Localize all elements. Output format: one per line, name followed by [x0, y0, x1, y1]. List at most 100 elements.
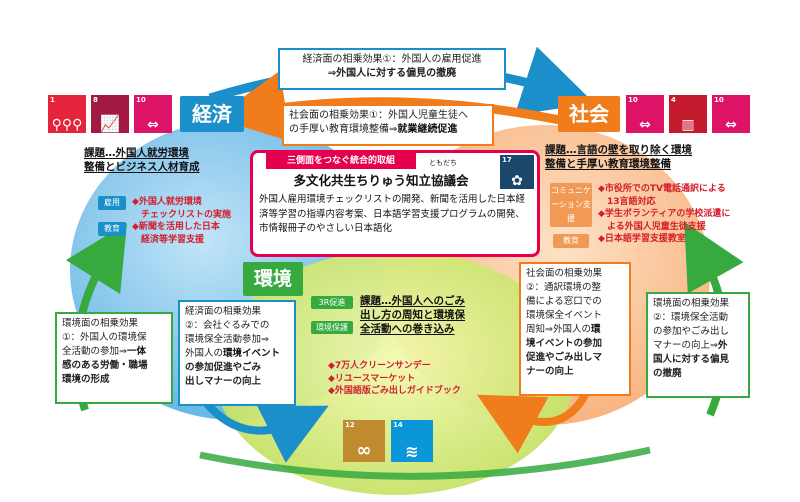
- sdg-17-icon: 17 ✿: [500, 155, 534, 189]
- society-tag-education: 教育: [553, 234, 589, 248]
- synergy-text-bold: 一体: [126, 346, 146, 357]
- synergy-text-bold: 境イベントの参加: [526, 338, 603, 349]
- synergy-text-line: 周知⇒外国人の環: [526, 323, 624, 337]
- action-item: ◆市役所でのTV電話通訳による: [598, 184, 726, 194]
- synergy-text-bold: 環: [590, 324, 601, 335]
- center-description: 外国人雇用環境チェックリストの開発、新聞を活用した日本経済等学習の指導内容考案、…: [259, 194, 526, 234]
- theme-line: 全活動への巻き込み: [360, 323, 455, 335]
- economic-synergy-2-box: 経済面の相乗効果 ②：会社ぐるみでの 環境保全活動参加⇒ 外国人の環境イベント …: [178, 300, 296, 406]
- action-item: ◆新聞を活用した日本: [132, 222, 220, 232]
- sdg-4-icon: 4 ▥: [669, 95, 707, 133]
- sdg-number: 12: [345, 421, 355, 429]
- arrow-econ-to-env: [196, 392, 329, 463]
- synergy-text-bold: 環境イベント: [223, 348, 281, 359]
- theme-line: 課題…外国人就労環境: [84, 147, 189, 159]
- environmental-synergy-2-box: 環境面の相乗効果 ②：環境保全活動 の参加やごみ出し マナーの向上⇒外 国人に対…: [646, 292, 750, 398]
- action-item: チェックリストの実施: [132, 209, 232, 220]
- economy-theme: 課題…外国人就労環境 整備とビジネス人材育成: [84, 146, 264, 178]
- synergy-text: 経済面の相乗効果①：外国人の雇用促進: [302, 54, 482, 65]
- synergy-text: ②：通訳環境の整: [526, 282, 602, 293]
- economy-tag-employment: 雇用: [98, 196, 126, 210]
- sdg-number: 10: [628, 96, 638, 104]
- synergy-text-line: 外国人の環境イベント: [185, 347, 289, 361]
- pillar-economy: 経済: [180, 96, 244, 132]
- society-tag-communication: コミュニケーション支援: [550, 183, 592, 227]
- synergy-text: 外国人の: [185, 348, 224, 359]
- synergy-text: の手厚い教育環境整備⇒: [289, 124, 398, 135]
- sdg-number: 4: [671, 96, 676, 104]
- center-ruby: ともだち: [429, 159, 457, 167]
- theme-line: 課題…外国人へのごみ: [360, 295, 465, 307]
- sdg-number: 1: [50, 96, 55, 104]
- synergy-text: 環境保全イベント: [526, 310, 603, 321]
- action-item: ◆リユースマーケット: [328, 373, 416, 384]
- pillar-society: 社会: [558, 96, 620, 132]
- action-item: ◆外国語版ごみ出しガイドブック: [328, 386, 461, 396]
- sdg-number: 17: [502, 156, 512, 164]
- arrow-soc-to-env: [476, 392, 589, 454]
- synergy-text-line: の手厚い教育環境整備⇒就業継続促進: [289, 123, 487, 137]
- sdg-8-icon: 8 📈: [91, 95, 129, 133]
- action-item: ◆7万人クリーンサンデー: [328, 361, 431, 371]
- sdg-12-icon: 12 ∞: [343, 420, 385, 462]
- synergy-text: 環境面の相乗効果: [62, 318, 139, 329]
- sdg-10-icon: 10 ⇔: [712, 95, 750, 133]
- sdg-number: 14: [393, 421, 403, 429]
- sdg-10-icon: 10 ⇔: [626, 95, 664, 133]
- action-item: よる外国人児童生徒支援: [598, 221, 706, 232]
- sdg-number: 10: [136, 96, 146, 104]
- synergy-text-bold: 環境の形成: [62, 374, 110, 385]
- economic-synergy-1-box: 経済面の相乗効果①：外国人の雇用促進 ⇒外国人に対する偏見の撤廃: [278, 48, 506, 90]
- synergy-text: ①：外国人の環境保: [62, 332, 147, 343]
- synergy-text-bold: の撤廃: [653, 368, 682, 379]
- synergy-text: 環境保全活動参加⇒: [185, 334, 269, 345]
- environment-tag-protection: 環境保護: [311, 321, 353, 334]
- synergy-text: 備による窓口での: [526, 296, 602, 307]
- synergy-text-bold: の参加促進やごみ: [185, 362, 262, 373]
- social-synergy-2-box: 社会面の相乗効果 ②：通訳環境の整 備による窓口での 環境保全イベント 周知⇒外…: [519, 262, 631, 396]
- theme-line: 整備と手厚い教育環境整備: [545, 158, 671, 170]
- synergy-text-bold: 就業継続促進: [397, 124, 458, 135]
- synergy-text: マナーの向上⇒: [653, 340, 718, 351]
- center-banner: 三側面をつなぐ統合的取組: [266, 153, 416, 169]
- sdg-14-icon: 14 ≋: [391, 420, 433, 462]
- theme-line: 出し方の周知と環境保: [360, 309, 465, 321]
- synergy-text-bold: 外: [717, 340, 728, 351]
- economy-actions: ◆外国人就労環境 チェックリストの実施 ◆新聞を活用した日本 経済等学習支援: [132, 196, 252, 252]
- synergy-text: ②：環境保全活動: [653, 312, 729, 323]
- action-item: ◆外国人就労環境: [132, 197, 202, 207]
- synergy-text: ②：会社ぐるみでの: [185, 320, 270, 331]
- environment-actions: ◆7万人クリーンサンデー ◆リユースマーケット ◆外国語版ごみ出しガイドブック: [328, 360, 508, 402]
- society-theme: 課題…言語の壁を取り除く環境 整備と手厚い教育環境整備: [545, 143, 745, 175]
- sdg-number: 10: [714, 96, 724, 104]
- environment-theme: 課題…外国人へのごみ 出し方の周知と環境保 全活動への巻き込み: [360, 294, 510, 340]
- synergy-text-line: 全活動の参加⇒一体: [62, 345, 166, 359]
- synergy-text-bold: ナーの向上: [526, 366, 574, 377]
- environmental-synergy-1-box: 環境面の相乗効果 ①：外国人の環境保 全活動の参加⇒一体 感のある労働・職場 環…: [55, 312, 173, 404]
- sdg-1-icon: 1 ⚲⚲⚲: [48, 95, 86, 133]
- synergy-text-bold: 国人に対する偏見: [653, 354, 730, 365]
- environment-tag-3r: 3R促進: [311, 296, 353, 309]
- action-item: 13言語対応: [598, 196, 656, 207]
- synergy-text-bold: ⇒外国人に対する偏見の撤廃: [327, 68, 457, 79]
- theme-line: 整備とビジネス人材育成: [84, 161, 200, 173]
- social-synergy-1-box: 社会面の相乗効果①：外国人児童生徒へ の手厚い教育環境整備⇒就業継続促進: [282, 104, 494, 146]
- action-item: 経済等学習支援: [132, 234, 205, 245]
- synergy-text-line: マナーの向上⇒外: [653, 339, 743, 353]
- synergy-text-bold: 出しマナーの向上: [185, 376, 262, 387]
- action-item: ◆学生ボランティアの学校派遣に: [598, 209, 731, 219]
- arrow-bottom-green: [199, 446, 651, 480]
- theme-line: 課題…言語の壁を取り除く環境: [545, 144, 692, 156]
- synergy-text: 環境面の相乗効果: [653, 298, 730, 309]
- synergy-text: の参加やごみ出し: [653, 326, 730, 337]
- center-title: 多文化共生ちりゅう知立協議会: [293, 173, 469, 188]
- synergy-text: 社会面の相乗効果①：外国人児童生徒へ: [289, 110, 468, 121]
- synergy-text-bold: 促進やごみ出しマ: [526, 352, 603, 363]
- synergy-text: 全活動の参加⇒: [62, 346, 127, 357]
- synergy-text-bold: 感のある労働・職場: [62, 360, 148, 371]
- synergy-text: 社会面の相乗効果: [526, 268, 603, 279]
- sdg-10-icon: 10 ⇔: [134, 95, 172, 133]
- pillar-environment: 環境: [243, 262, 303, 296]
- society-actions: ◆市役所でのTV電話通訳による 13言語対応 ◆学生ボランティアの学校派遣に よ…: [598, 183, 766, 249]
